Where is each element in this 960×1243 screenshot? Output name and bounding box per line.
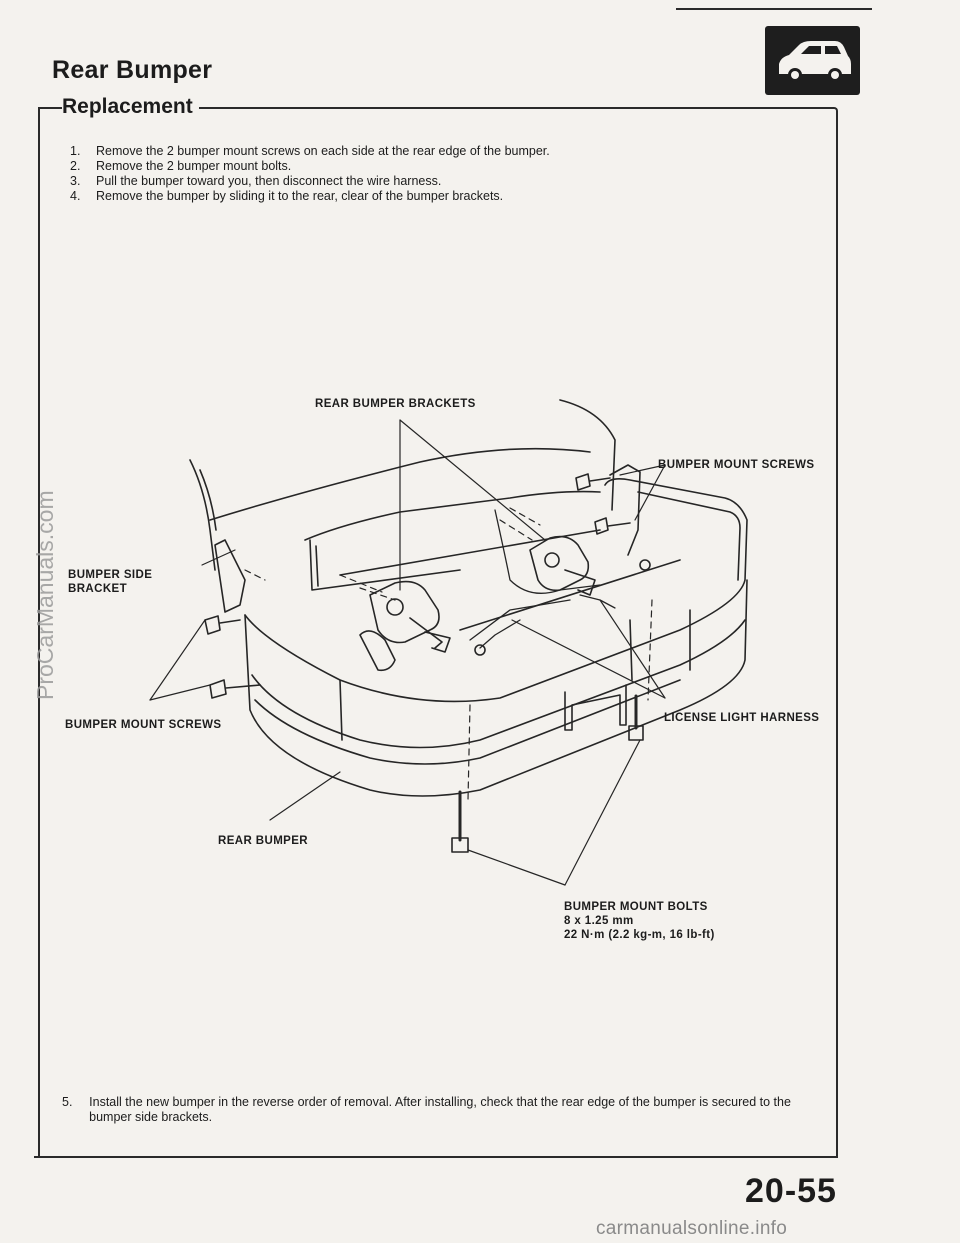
watermark-side: ProCarManuals.com	[32, 490, 58, 700]
label-bumper-mount-screws-upper: BUMPER MOUNT SCREWS	[658, 459, 815, 471]
step-item: 4. Remove the bumper by sliding it to the…	[70, 189, 550, 204]
step-text: Install the new bumper in the reverse or…	[89, 1095, 791, 1124]
steps-list: 1. Remove the 2 bumper mount screws on ea…	[70, 144, 550, 204]
label-rear-bumper-brackets: REAR BUMPER BRACKETS	[315, 398, 476, 410]
label-line: 8 x 1.25 mm	[564, 915, 634, 927]
step-number: 2.	[70, 159, 81, 173]
label-line: BRACKET	[68, 583, 128, 595]
label-bumper-side-bracket: BUMPER SIDE BRACKET	[68, 568, 152, 596]
label-license-light-harness: LICENSE LIGHT HARNESS	[664, 712, 820, 724]
step-item: 5. Install the new bumper in the reverse…	[62, 1095, 792, 1125]
label-line: BUMPER MOUNT BOLTS	[564, 901, 708, 913]
bottom-rule	[34, 1156, 838, 1158]
label-bumper-mount-screws-lower: BUMPER MOUNT SCREWS	[65, 719, 222, 731]
step-text: Remove the 2 bumper mount bolts.	[96, 159, 292, 173]
watermark-bottom: carmanualsonline.info	[596, 1218, 788, 1239]
step-item: 1. Remove the 2 bumper mount screws on ea…	[70, 144, 550, 159]
rear-bumper-diagram: REAR BUMPER BRACKETS BUMPER MOUNT SCREWS…	[40, 380, 840, 941]
label-line: 22 N·m (2.2 kg-m, 16 lb-ft)	[564, 929, 715, 941]
step-text: Remove the bumper by sliding it to the r…	[96, 189, 504, 203]
step-number: 3.	[70, 174, 81, 188]
top-rule	[676, 8, 872, 10]
section-title: Replacement	[62, 95, 199, 119]
step-text: Pull the bumper toward you, then disconn…	[96, 174, 442, 188]
hatchback-car-icon	[765, 26, 860, 95]
step-number: 5.	[62, 1095, 73, 1109]
section-frame	[38, 107, 838, 1157]
step-text: Remove the 2 bumper mount screws on each…	[96, 144, 550, 158]
label-line: BUMPER SIDE	[68, 569, 153, 581]
step-number: 4.	[70, 189, 81, 203]
step-item: 2. Remove the 2 bumper mount bolts.	[70, 159, 550, 174]
label-rear-bumper: REAR BUMPER	[218, 835, 309, 847]
label-bumper-mount-bolts: BUMPER MOUNT BOLTS 8 x 1.25 mm 22 N·m (2…	[564, 900, 715, 942]
page-title: Rear Bumper	[52, 56, 213, 84]
page-number: 20-55	[745, 1172, 837, 1210]
step-item: 3. Pull the bumper toward you, then disco…	[70, 174, 550, 189]
step-number: 1.	[70, 144, 81, 158]
